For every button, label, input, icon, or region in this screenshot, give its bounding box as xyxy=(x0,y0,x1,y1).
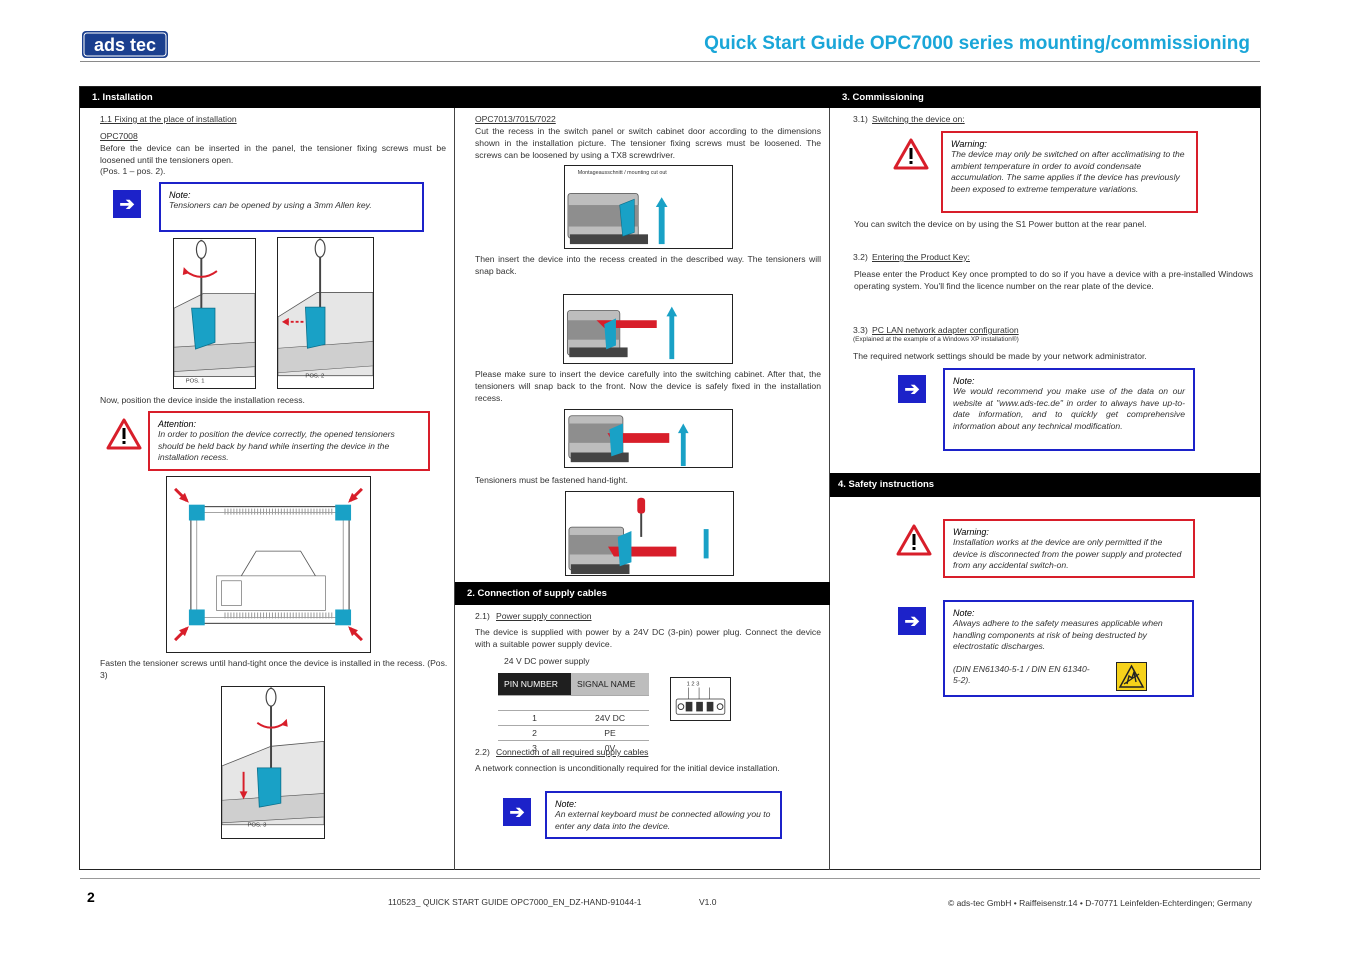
column-divider-2 xyxy=(829,108,830,870)
pos2-illustration: POS. 2 xyxy=(277,237,374,389)
switch-warning-icon xyxy=(893,138,929,170)
section-bar-commissioning: 3. Commissioning xyxy=(830,87,1260,108)
snap-back-illustration xyxy=(564,409,733,468)
para-pos: (Pos. 1 – pos. 2). xyxy=(100,166,166,176)
safety-warning-icon xyxy=(896,524,932,556)
sub-lan-config: PC LAN network adapter configuration xyxy=(872,325,1019,335)
para-insert: Then insert the device into the recess c… xyxy=(475,254,821,276)
table-row: 1 24V DC xyxy=(498,710,649,726)
copyright: © ads-tec GmbH • Raiffeisenstr.14 • D-70… xyxy=(947,898,1252,908)
sub-product-key-number: 3.2) xyxy=(853,252,868,262)
warning-box-acclimatise: Warning: The device may only be switched… xyxy=(941,131,1198,213)
sub-switch-number: 3.1) xyxy=(853,114,868,124)
table-caption: 24 V DC power supply xyxy=(504,656,590,666)
subheading-fixing: 1.1 Fixing at the place of installation xyxy=(100,114,237,124)
document-version: V1.0 xyxy=(699,897,717,907)
power-plug-illustration: 1 2 3 xyxy=(670,677,731,721)
sub-cables: Connection of all required supply cables xyxy=(496,747,649,757)
pos3-label: POS. 3 xyxy=(248,823,268,829)
attention-box: Attention: In order to position the devi… xyxy=(148,411,430,471)
models-heading: OPC7013/7015/7022 xyxy=(475,114,556,124)
note-arrow-icon: ➔ xyxy=(898,607,926,635)
note-arrow-icon: ➔ xyxy=(503,798,531,826)
note-body: Tensioners can be opened by using a 3mm … xyxy=(169,200,372,210)
note-box-allen: Note: Tensioners can be opened by using … xyxy=(159,182,424,232)
pos1-label: POS. 1 xyxy=(186,378,205,384)
ads-tec-logo: ads tec xyxy=(82,31,168,58)
cutout-label: Montageausschnitt / mounting cut out xyxy=(578,170,668,176)
esd-icon xyxy=(1116,662,1147,691)
para-power: The device is supplied with power by a 2… xyxy=(475,627,821,649)
para-s1-power: You can switch the device on by using th… xyxy=(854,219,1147,229)
warning-head: Warning: xyxy=(951,139,987,149)
note-arrow-icon: ➔ xyxy=(113,190,141,218)
note-arrow-icon: ➔ xyxy=(898,375,926,403)
table-row: 2 PE xyxy=(498,725,649,741)
note-box-keyboard: Note: An external keyboard must be conne… xyxy=(545,791,782,839)
note-head: Note: xyxy=(169,190,191,200)
table-row xyxy=(498,695,649,711)
note-body: An external keyboard must be connected a… xyxy=(555,809,771,831)
sub-lan-number: 3.3) xyxy=(853,325,868,335)
attention-warning-icon xyxy=(106,418,142,450)
device-recess-diagram xyxy=(166,476,371,653)
content-frame xyxy=(79,86,1261,870)
sub-switch-on: Switching the device on: xyxy=(872,114,965,124)
sub-product-key: Entering the Product Key: xyxy=(872,252,970,262)
note-head: Note: xyxy=(555,799,577,809)
attention-head: Attention: xyxy=(158,419,197,429)
document-id: 110523_ QUICK START GUIDE OPC7000_EN_DZ-… xyxy=(388,897,642,907)
para-snap-back: Please make sure to insert the device ca… xyxy=(475,369,821,403)
footer-rule xyxy=(80,878,1260,879)
column-divider-1 xyxy=(454,108,455,870)
note-box-esd: Note: Always adhere to the safety measur… xyxy=(943,600,1194,697)
signal-name-header: SIGNAL NAME xyxy=(571,673,649,696)
insert-illustration xyxy=(563,294,733,364)
pin-number-header: PIN NUMBER xyxy=(498,673,572,696)
pos3-illustration: POS. 3 xyxy=(221,686,325,839)
mounting-cutout-illustration: Montageausschnitt / mounting cut out xyxy=(564,165,733,249)
note-box-website: Note: We would recommend you make use of… xyxy=(943,368,1195,451)
note-din-reference: (DIN EN61340-5-1 / DIN EN 61340-5-2). xyxy=(953,663,1090,686)
note-head: Note: xyxy=(953,376,975,386)
note-head: Note: xyxy=(953,608,975,618)
note-body: We would recommend you make use of the d… xyxy=(953,386,1185,431)
pos2-label: POS. 2 xyxy=(305,374,324,380)
pos1-illustration: POS. 1 xyxy=(173,238,256,389)
section-bar-safety: 4. Safety instructions xyxy=(830,473,1260,497)
sub-cables-number: 2.2) xyxy=(475,747,490,757)
sub-power-supply: Power supply connection xyxy=(496,611,592,621)
warning-body: Installation works at the device are onl… xyxy=(953,537,1182,570)
fasten-illustration xyxy=(565,491,734,576)
para-network-admin: The required network settings should be … xyxy=(853,351,1147,361)
pin-table: PIN NUMBER SIGNAL NAME 1 24V DC 2 PE 3 0… xyxy=(498,673,649,755)
section-bar-supply: 2. Connection of supply cables xyxy=(455,582,830,605)
section-bar-blank xyxy=(455,87,830,108)
para-fasten: Fasten the tensioner screws until hand-t… xyxy=(100,658,448,680)
table-row: 3 0V xyxy=(498,740,649,755)
para-loosen: Before the device can be inserted in the… xyxy=(100,143,446,165)
model-opc7008: OPC7008 xyxy=(100,131,138,141)
para-network: A network connection is unconditionally … xyxy=(475,763,780,773)
para-cut-recess: Cut the recess in the switch panel or sw… xyxy=(475,126,821,160)
warning-box-disconnect: Warning: Installation works at the devic… xyxy=(943,519,1195,578)
para-hand-tight: Tensioners must be fastened hand-tight. xyxy=(475,475,628,485)
plug-pin-labels: 1 2 3 xyxy=(687,682,700,688)
header-rule xyxy=(80,61,1260,62)
sub-power-number: 2.1) xyxy=(475,611,490,621)
sub-lan-note: (Explained at the example of a Windows X… xyxy=(853,336,1019,343)
para-position: Now, position the device inside the inst… xyxy=(100,395,305,405)
warning-head: Warning: xyxy=(953,527,989,537)
attention-body: In order to position the device correctl… xyxy=(158,429,395,462)
warning-body: The device may only be switched on after… xyxy=(951,149,1185,194)
note-body: Always adhere to the safety measures app… xyxy=(953,618,1163,651)
logo-wordmark: ads tec xyxy=(94,35,156,55)
para-product-key: Please enter the Product Key once prompt… xyxy=(854,269,1253,291)
section-bar-installation: 1. Installation xyxy=(80,87,455,108)
page-title: Quick Start Guide OPC7000 series mountin… xyxy=(704,33,1250,54)
page-number: 2 xyxy=(87,889,95,905)
